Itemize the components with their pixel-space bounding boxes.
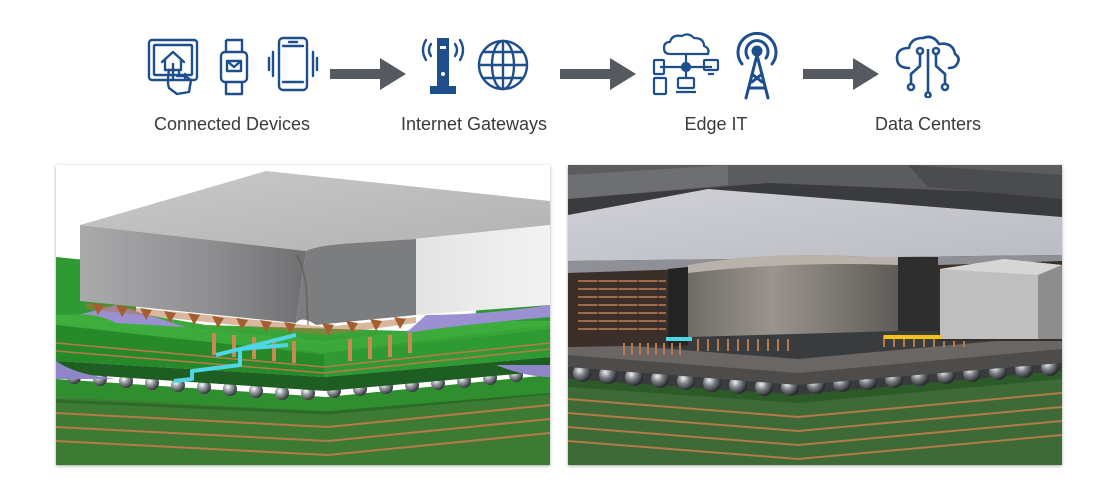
stage-internet-gateways bbox=[418, 30, 530, 100]
package-cross-section-right bbox=[568, 165, 1062, 465]
right-arrow-icon bbox=[560, 58, 636, 90]
stage-connected-devices bbox=[145, 30, 320, 100]
package-cross-section-left bbox=[56, 165, 550, 465]
right-arrow-icon bbox=[803, 58, 879, 90]
wifi-router-icon bbox=[418, 38, 468, 94]
smartwatch-icon bbox=[218, 36, 250, 98]
stage-label-internet-gateways: Internet Gateways bbox=[400, 114, 548, 134]
radio-tower-icon bbox=[728, 30, 786, 100]
stage-data-centers bbox=[893, 30, 963, 100]
stage-label-connected-devices: Connected Devices bbox=[153, 114, 311, 134]
stage-edge-it bbox=[652, 30, 784, 100]
cloud-network-icon bbox=[652, 32, 720, 98]
chip-package-render bbox=[56, 165, 550, 465]
package-top-surface bbox=[80, 171, 550, 251]
stage-label-edge-it: Edge IT bbox=[684, 114, 748, 134]
stage-label-data-centers: Data Centers bbox=[874, 114, 982, 134]
cloud-circuit-icon bbox=[893, 34, 963, 98]
smart-home-tablet-icon bbox=[145, 36, 205, 98]
globe-icon bbox=[476, 38, 530, 92]
right-arrow-icon bbox=[330, 58, 406, 90]
vibrating-phone-icon bbox=[267, 34, 319, 98]
device-flow-diagram: Connected Devices Internet Gateways bbox=[0, 0, 1108, 150]
package-lid bbox=[568, 189, 1062, 261]
chip-package-render bbox=[568, 165, 1062, 465]
